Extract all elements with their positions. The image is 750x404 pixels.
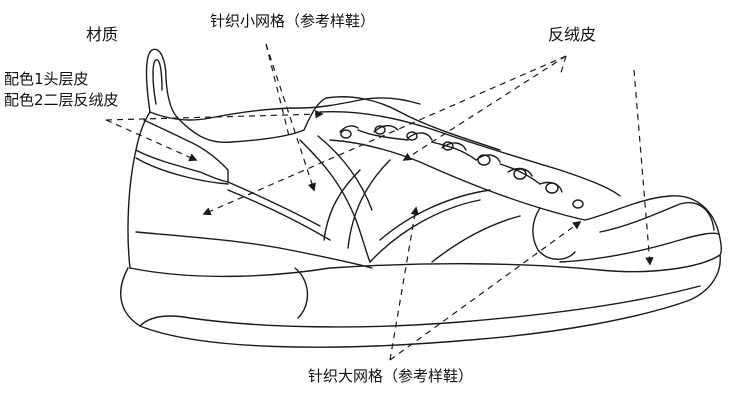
label-knit-large-mesh: 针织大网格（参考样鞋）: [308, 367, 474, 385]
midsole-top: [129, 254, 721, 278]
eyelet: [572, 199, 584, 209]
stripe-right-1: [369, 199, 481, 263]
quarter-line-mid: [227, 189, 331, 241]
stripe-v-left: [317, 135, 373, 211]
stripe-v-outer: [299, 139, 371, 263]
heel-top: [135, 111, 151, 151]
heel-pull-tab: [145, 48, 177, 117]
eyestay-top: [319, 111, 621, 197]
lace-cross-a: [357, 129, 409, 141]
vamp-line: [559, 232, 719, 263]
heel-overlay-lower: [135, 157, 229, 185]
vamp-top: [584, 195, 723, 256]
leader-suede-c: [559, 55, 567, 77]
lace-cross-c: [499, 163, 541, 185]
toe-overlay: [599, 201, 715, 233]
leader-color-to-collar: [105, 109, 324, 121]
lace-2: [373, 125, 399, 133]
quarter-line-upper: [227, 181, 321, 227]
label-color-2: 配色2二层反绒皮: [4, 91, 119, 109]
lace-7: [539, 181, 563, 193]
leader-color-to-heel: [105, 119, 198, 162]
eyelet: [545, 182, 559, 194]
stripe-right-2: [379, 189, 491, 241]
lace-1: [339, 125, 359, 133]
outsole: [120, 254, 721, 348]
label-suede: 反绒皮: [548, 25, 597, 44]
collar: [149, 97, 421, 121]
outsole-tread: [139, 285, 701, 328]
leader-suede-b: [202, 55, 567, 216]
leader-knit-large-a: [389, 206, 420, 361]
stripe-v-a: [323, 169, 361, 241]
heel-pull-tab-inner: [152, 59, 163, 105]
stripe-v-b: [347, 159, 391, 249]
eyestay-bottom: [329, 139, 586, 221]
eyelet: [513, 168, 527, 180]
lace-4: [441, 142, 467, 151]
label-color-1: 配色1头层皮: [4, 70, 89, 88]
stripe-right-3: [431, 215, 521, 263]
heel-overlay: [135, 119, 229, 183]
lace-3: [407, 132, 433, 141]
lace-cross-b: [431, 141, 477, 161]
midsole-heel-curve: [294, 267, 309, 319]
leader-knit-small-a: [265, 43, 316, 192]
eyestay-lower-curve: [532, 207, 576, 260]
eyelet: [406, 131, 418, 141]
heel-counter: [127, 149, 137, 269]
tongue: [303, 96, 501, 151]
leader-knit-small-b: [265, 43, 291, 141]
eyelet: [374, 125, 386, 135]
label-material: 材质: [86, 25, 119, 44]
eyelet: [442, 141, 454, 151]
eyelet: [477, 154, 491, 166]
quarter-line-lower: [135, 231, 373, 269]
eyelet: [340, 129, 352, 139]
leader-toe: [633, 69, 654, 266]
label-knit-small-mesh: 针织小网格（参考样鞋）: [210, 12, 376, 30]
